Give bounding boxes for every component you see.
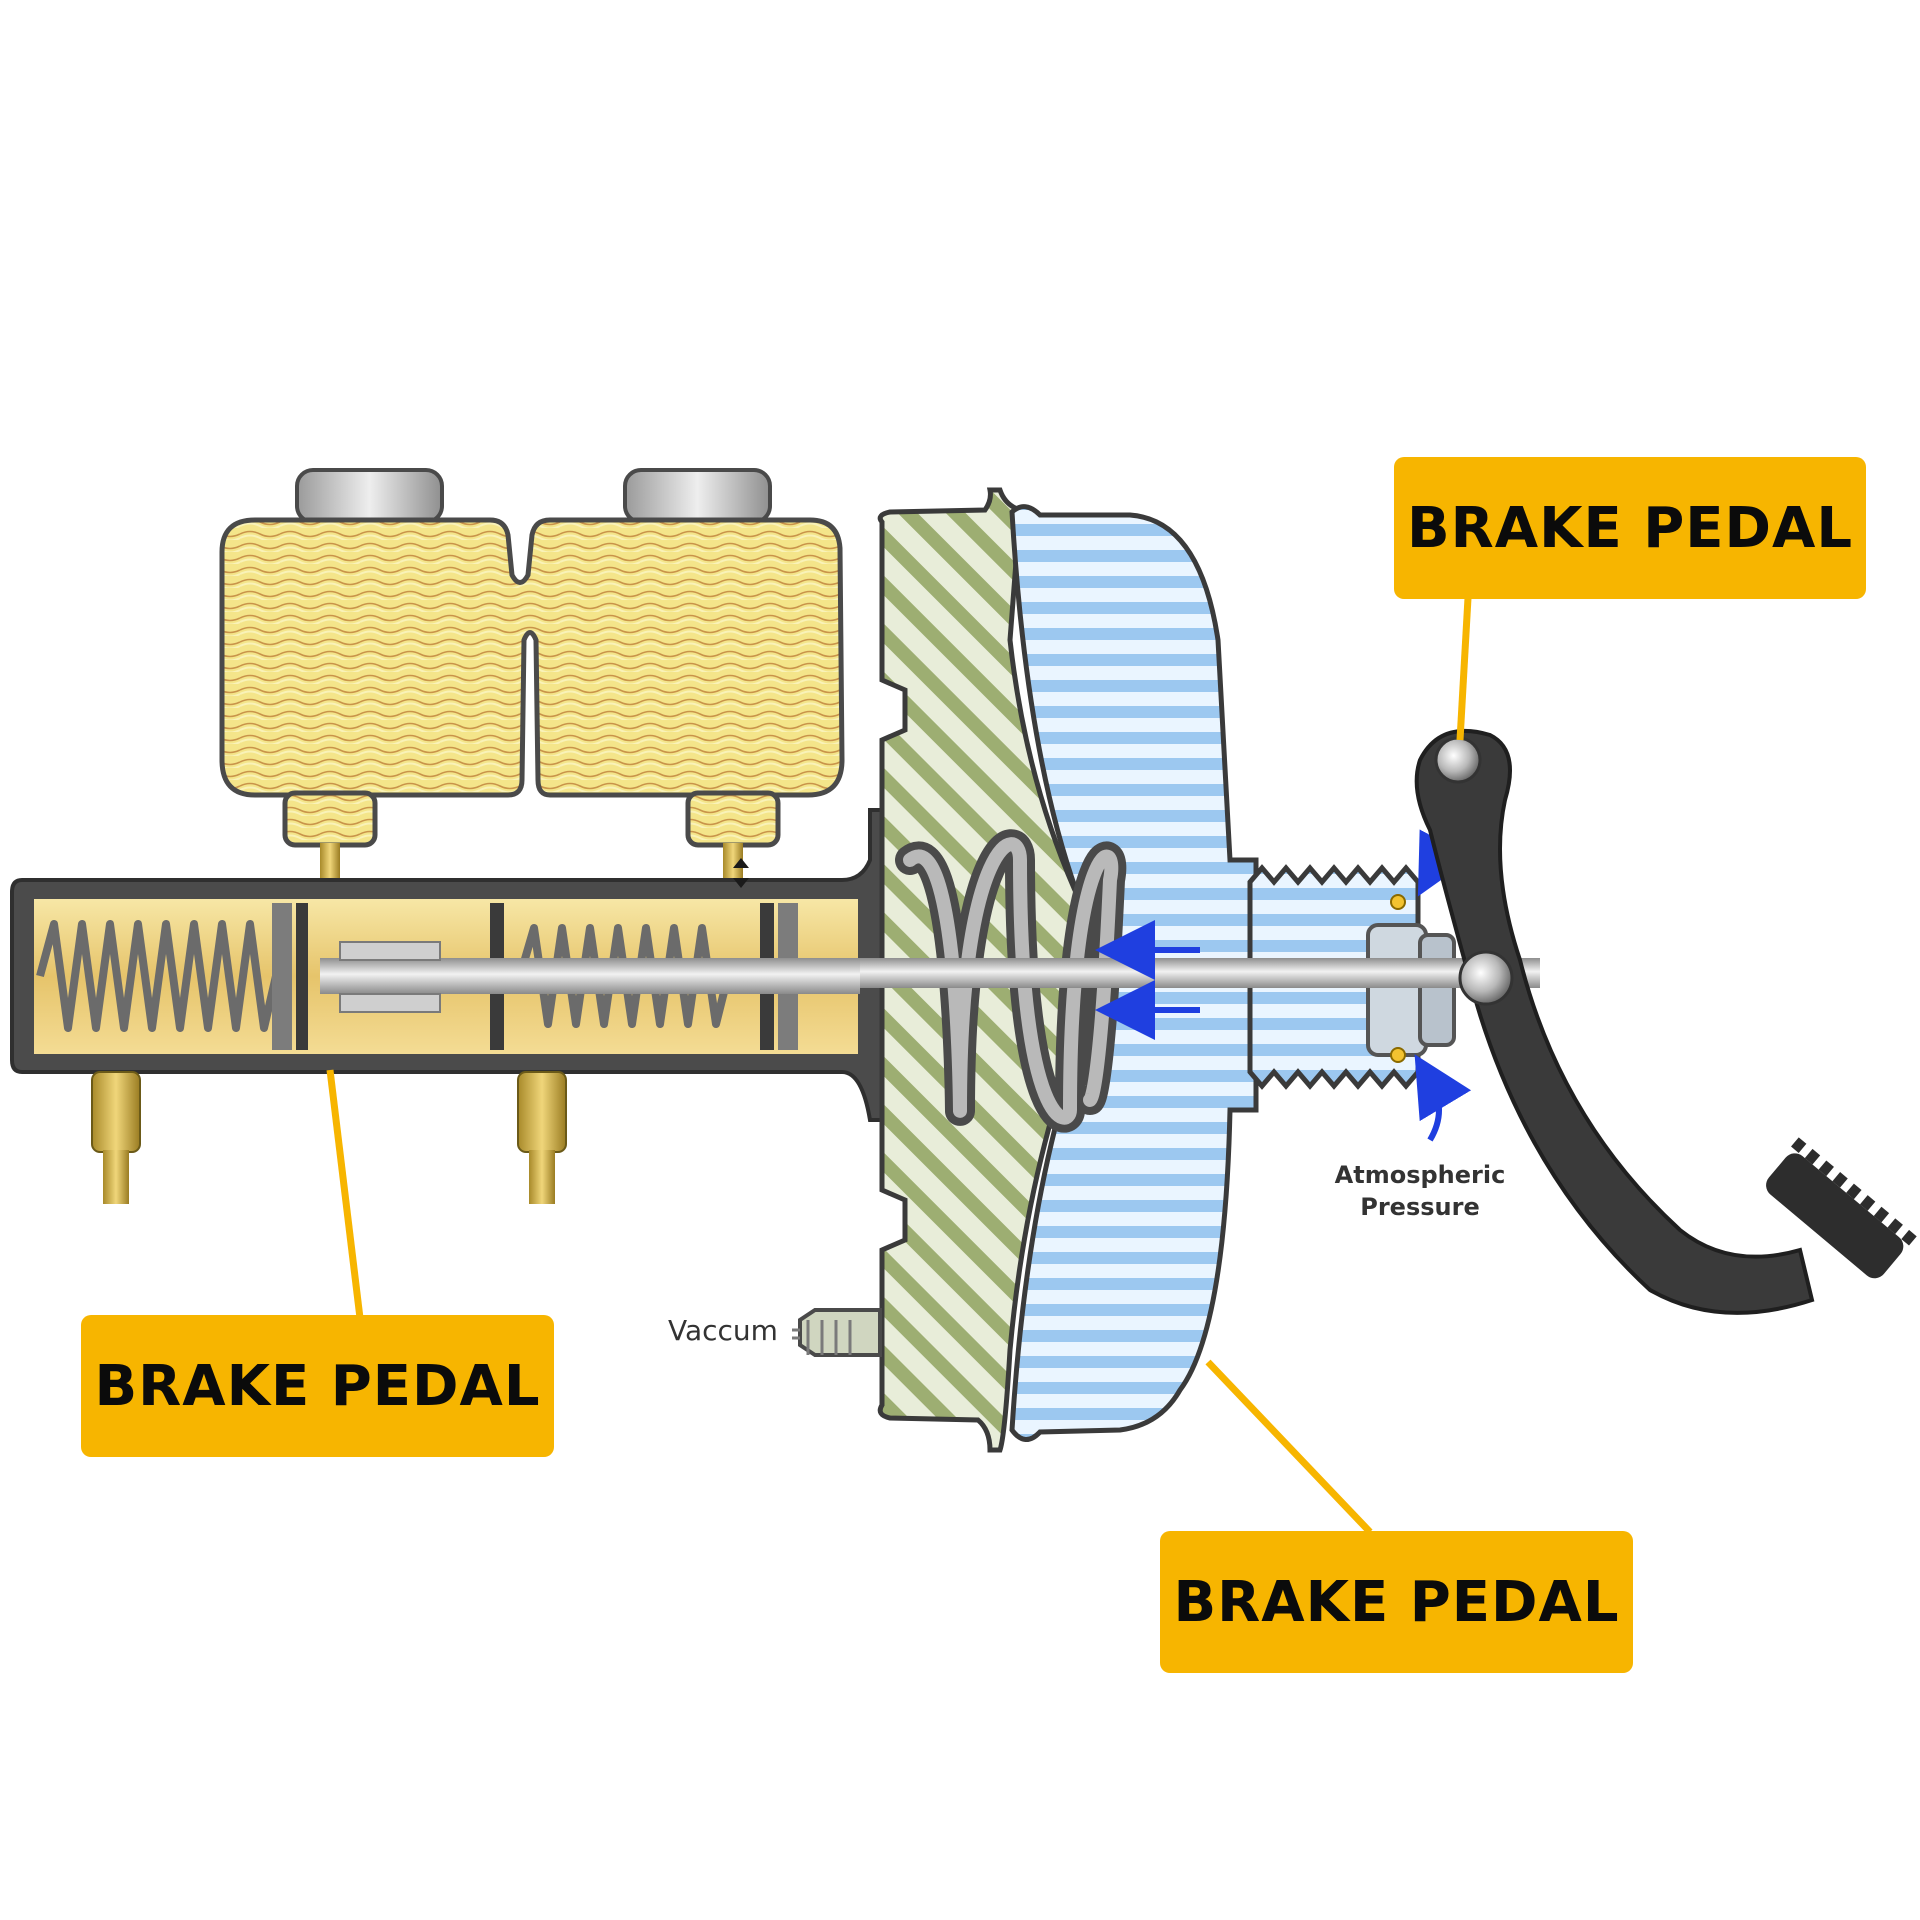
atmospheric-pressure-label-line1: Atmospheric — [1335, 1161, 1506, 1189]
vacuum-label: Vaccum — [668, 1314, 778, 1347]
callout-brake-pedal-bottom: BRAKE PEDAL — [1160, 1531, 1633, 1673]
pedal-pivot-rod — [1458, 950, 1514, 1006]
pedal-pad — [1766, 1137, 1917, 1279]
atmospheric-pressure-label-line2: Pressure — [1360, 1193, 1479, 1221]
callout-brake-pedal-top: BRAKE PEDAL — [1394, 457, 1866, 599]
push-rod — [860, 958, 1540, 988]
booster-return-spring — [895, 829, 1127, 1133]
callout-brake-pedal-left: BRAKE PEDAL — [81, 1315, 554, 1457]
master-cylinder — [10, 808, 897, 1204]
fluid-reservoir — [219, 517, 845, 893]
pedal-pivot-top — [1434, 736, 1482, 784]
brake-pedal-arm — [1414, 728, 1917, 1315]
callout-leaders — [326, 597, 1472, 1535]
reservoir-caps — [295, 468, 772, 524]
